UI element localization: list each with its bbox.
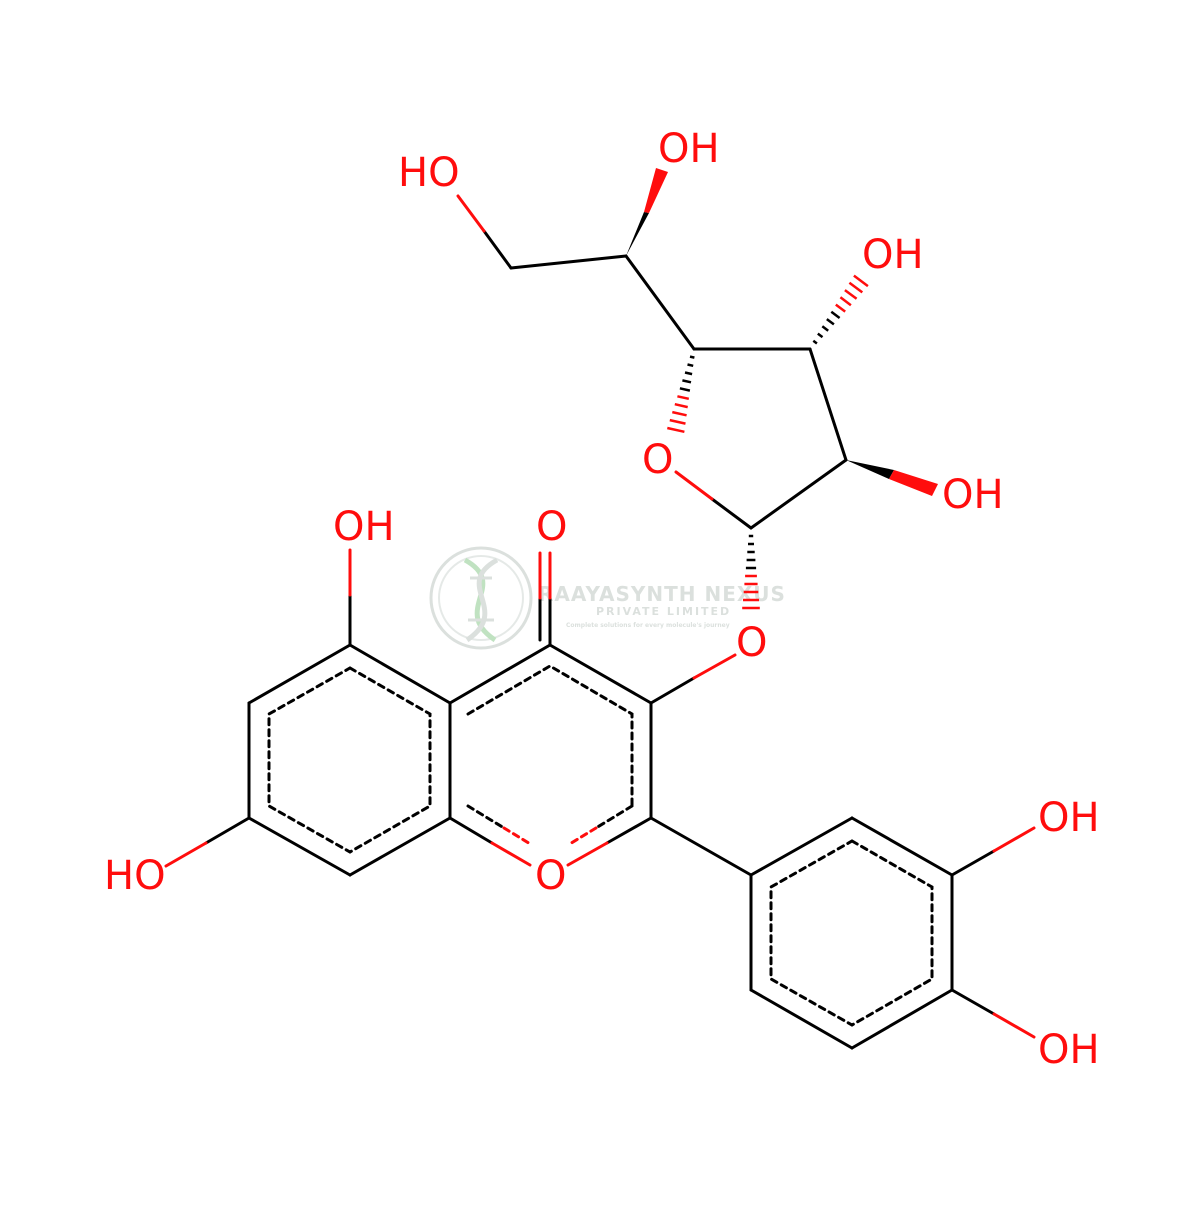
hash-stroke xyxy=(839,296,852,307)
bond-c5-c6 xyxy=(509,254,628,270)
atom-label-oh-sugar-lower: OH xyxy=(942,472,1004,518)
hash-stroke xyxy=(689,355,695,359)
watermark-tagline: Complete solutions for every molecule's … xyxy=(566,622,730,629)
hash-c4-o xyxy=(667,355,695,434)
stereo-wedges xyxy=(626,168,938,496)
hash-stroke xyxy=(835,303,846,313)
atom-label-oh-3p: OH xyxy=(1038,795,1100,841)
hash-stroke xyxy=(687,363,694,368)
hash-stroke xyxy=(826,318,835,326)
hash-stroke xyxy=(812,339,818,345)
bond-3p-oh xyxy=(950,849,996,877)
atom-labels: OH HO OH O OH O OH O O HO OH OH xyxy=(104,126,1100,1073)
hash-stroke xyxy=(853,274,869,288)
hash-c1-o xyxy=(742,534,760,610)
bonds xyxy=(164,194,1036,1050)
wedge-c5-oh xyxy=(626,212,649,256)
watermark-logo-icon xyxy=(429,546,533,650)
atom-label-o-pyran: O xyxy=(535,853,566,899)
atom-label-oh-top: OH xyxy=(658,126,720,172)
ring-a-bonds xyxy=(247,643,452,877)
hash-stroke xyxy=(844,289,858,300)
bond-4p-oh xyxy=(950,988,996,1016)
hash-stroke xyxy=(677,395,690,401)
bond-c2-ring-b xyxy=(649,816,753,877)
hash-c3-oh xyxy=(812,274,869,345)
bond-c6-oh xyxy=(482,229,513,270)
hash-stroke xyxy=(684,371,693,376)
carbonyl-bond xyxy=(538,551,552,647)
atom-label-o-link: O xyxy=(736,620,767,666)
atom-label-o-ring: O xyxy=(642,437,673,483)
atom-label-ho-top: HO xyxy=(398,150,460,196)
hash-stroke xyxy=(669,418,686,425)
stereo-hashes xyxy=(667,274,869,610)
atom-label-oh-sugar-upper: OH xyxy=(862,232,924,278)
hash-stroke xyxy=(672,410,687,417)
atom-label-oh-4p: OH xyxy=(1038,1027,1100,1073)
hash-stroke xyxy=(679,387,691,392)
watermark-subtitle: PRIVATE LIMITED xyxy=(596,605,731,618)
watermark-company-name: RAAYASYNTH NEXUS xyxy=(538,582,786,606)
bond-c3-o xyxy=(649,676,696,705)
bond-7-oh xyxy=(204,816,251,845)
hash-stroke xyxy=(817,332,824,339)
hash-stroke xyxy=(682,379,692,384)
hash-stroke xyxy=(821,325,829,332)
hash-stroke xyxy=(830,310,841,320)
company-watermark: RAAYASYNTH NEXUS PRIVATE LIMITED Complet… xyxy=(429,546,786,650)
hash-stroke xyxy=(674,402,688,409)
hash-stroke xyxy=(667,426,685,434)
bond-c4-c5 xyxy=(624,254,696,351)
wedge-c2-oh xyxy=(846,460,894,479)
atom-label-oh-5: OH xyxy=(333,504,395,550)
atom-label-ho-7: HO xyxy=(104,853,166,899)
atom-label-o-carbonyl: O xyxy=(536,504,567,550)
sugar-ring-bonds xyxy=(674,347,848,530)
ring-b-bonds xyxy=(749,816,954,1050)
hash-stroke xyxy=(848,281,864,294)
ring-c-bonds xyxy=(448,643,653,867)
